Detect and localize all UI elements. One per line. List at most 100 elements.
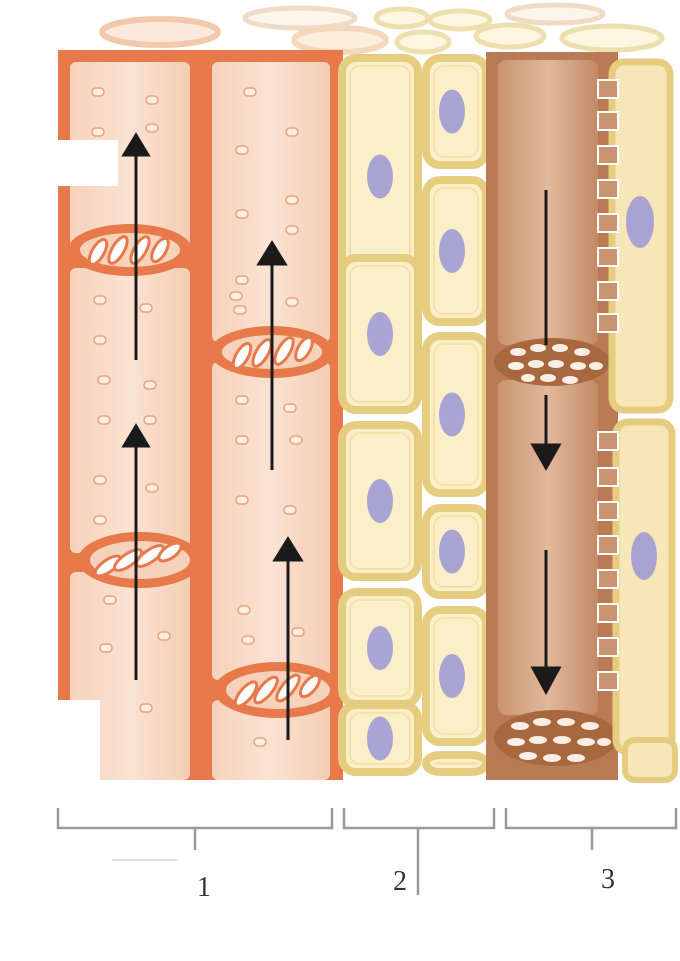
label-group-1: 1 xyxy=(197,872,211,903)
cross-section-ring xyxy=(99,16,221,48)
plasmodesma xyxy=(597,501,619,521)
perforation-plate xyxy=(78,532,202,588)
pit xyxy=(143,415,157,425)
parenchyma-cell xyxy=(422,176,490,326)
pit xyxy=(285,127,299,137)
nucleus xyxy=(367,312,393,356)
perforation-plate xyxy=(214,662,342,718)
cross-section-ring xyxy=(394,29,452,55)
companion-cell xyxy=(612,418,676,756)
pit xyxy=(157,631,171,641)
cross-section-ring xyxy=(242,5,358,31)
parenchyma-cell xyxy=(338,254,422,414)
label-group-3: 3 xyxy=(601,864,615,895)
parenchyma-cell xyxy=(422,332,490,497)
pit xyxy=(235,435,249,445)
pit xyxy=(91,127,105,137)
cutaway xyxy=(40,700,100,780)
cross-section-ring xyxy=(427,8,493,32)
pit xyxy=(93,335,107,345)
top-cross-sections xyxy=(99,2,665,55)
nucleus xyxy=(367,716,393,761)
pit xyxy=(285,195,299,205)
bracket-group-3 xyxy=(504,808,678,850)
pit xyxy=(145,95,159,105)
plasmodesma xyxy=(597,535,619,555)
parenchyma-cell xyxy=(422,606,490,746)
plasmodesmata xyxy=(597,79,619,691)
pit xyxy=(235,495,249,505)
plasmodesma xyxy=(597,637,619,657)
plasmodesma xyxy=(597,145,619,165)
downward-flow-arrows xyxy=(530,190,562,696)
pit xyxy=(285,225,299,235)
pit xyxy=(235,209,249,219)
pit xyxy=(93,475,107,485)
plasmodesma xyxy=(597,467,619,487)
pit xyxy=(139,303,153,313)
pit xyxy=(241,635,255,645)
parenchyma-cell xyxy=(338,588,422,708)
label-group-2: 2 xyxy=(393,866,407,897)
sieve-plate xyxy=(494,338,610,386)
vessel-element xyxy=(70,268,190,553)
plasmodesma xyxy=(597,111,619,131)
pit xyxy=(283,505,297,515)
group-brackets xyxy=(56,808,678,895)
pit xyxy=(93,515,107,525)
bracket-group-2 xyxy=(342,808,496,895)
pit xyxy=(97,375,111,385)
pit xyxy=(289,435,303,445)
wall-pits xyxy=(91,87,305,747)
sieve-plate xyxy=(494,710,618,766)
pit xyxy=(99,643,113,653)
cross-section-ring xyxy=(473,22,547,50)
arrowhead-up xyxy=(121,132,151,157)
plasmodesma xyxy=(597,603,619,623)
parenchyma-cells xyxy=(338,54,490,776)
arrowhead-up xyxy=(121,423,151,448)
cross-section-ring xyxy=(373,6,431,30)
pit xyxy=(91,87,105,97)
vessel-element xyxy=(212,700,330,780)
nucleus xyxy=(367,154,393,199)
nucleus xyxy=(367,479,393,523)
arrowhead-up xyxy=(256,240,288,266)
nucleus xyxy=(367,626,393,670)
pit xyxy=(237,605,251,615)
pit xyxy=(145,123,159,133)
nucleus xyxy=(439,89,465,134)
plasmodesma xyxy=(597,179,619,199)
cross-section-ring xyxy=(559,23,665,53)
pit xyxy=(139,703,153,713)
pit xyxy=(93,295,107,305)
nucleus xyxy=(439,392,465,437)
plasmodesma xyxy=(597,281,619,301)
companion-nucleus xyxy=(631,532,657,580)
plasmodesma xyxy=(597,247,619,267)
plasmodesma xyxy=(597,569,619,589)
pit xyxy=(243,87,257,97)
plasmodesma xyxy=(597,313,619,333)
pit xyxy=(229,291,243,301)
pit xyxy=(291,627,305,637)
xylem-vessels xyxy=(40,50,343,780)
pit xyxy=(235,275,249,285)
pit xyxy=(253,737,267,747)
nucleus xyxy=(439,229,465,273)
parenchyma-cell xyxy=(422,751,490,776)
pit xyxy=(103,595,117,605)
sieve-tube-element xyxy=(498,60,598,345)
perforation-plate xyxy=(68,224,192,276)
parenchyma-cell xyxy=(338,701,422,776)
parenchyma-cell xyxy=(422,54,490,169)
upward-flow-arrows xyxy=(121,132,304,740)
plasmodesma xyxy=(597,671,619,691)
bracket-group-1 xyxy=(56,808,334,850)
pit xyxy=(235,145,249,155)
arrowhead-down xyxy=(530,443,562,472)
pit xyxy=(145,483,159,493)
companion-nucleus xyxy=(626,196,654,248)
